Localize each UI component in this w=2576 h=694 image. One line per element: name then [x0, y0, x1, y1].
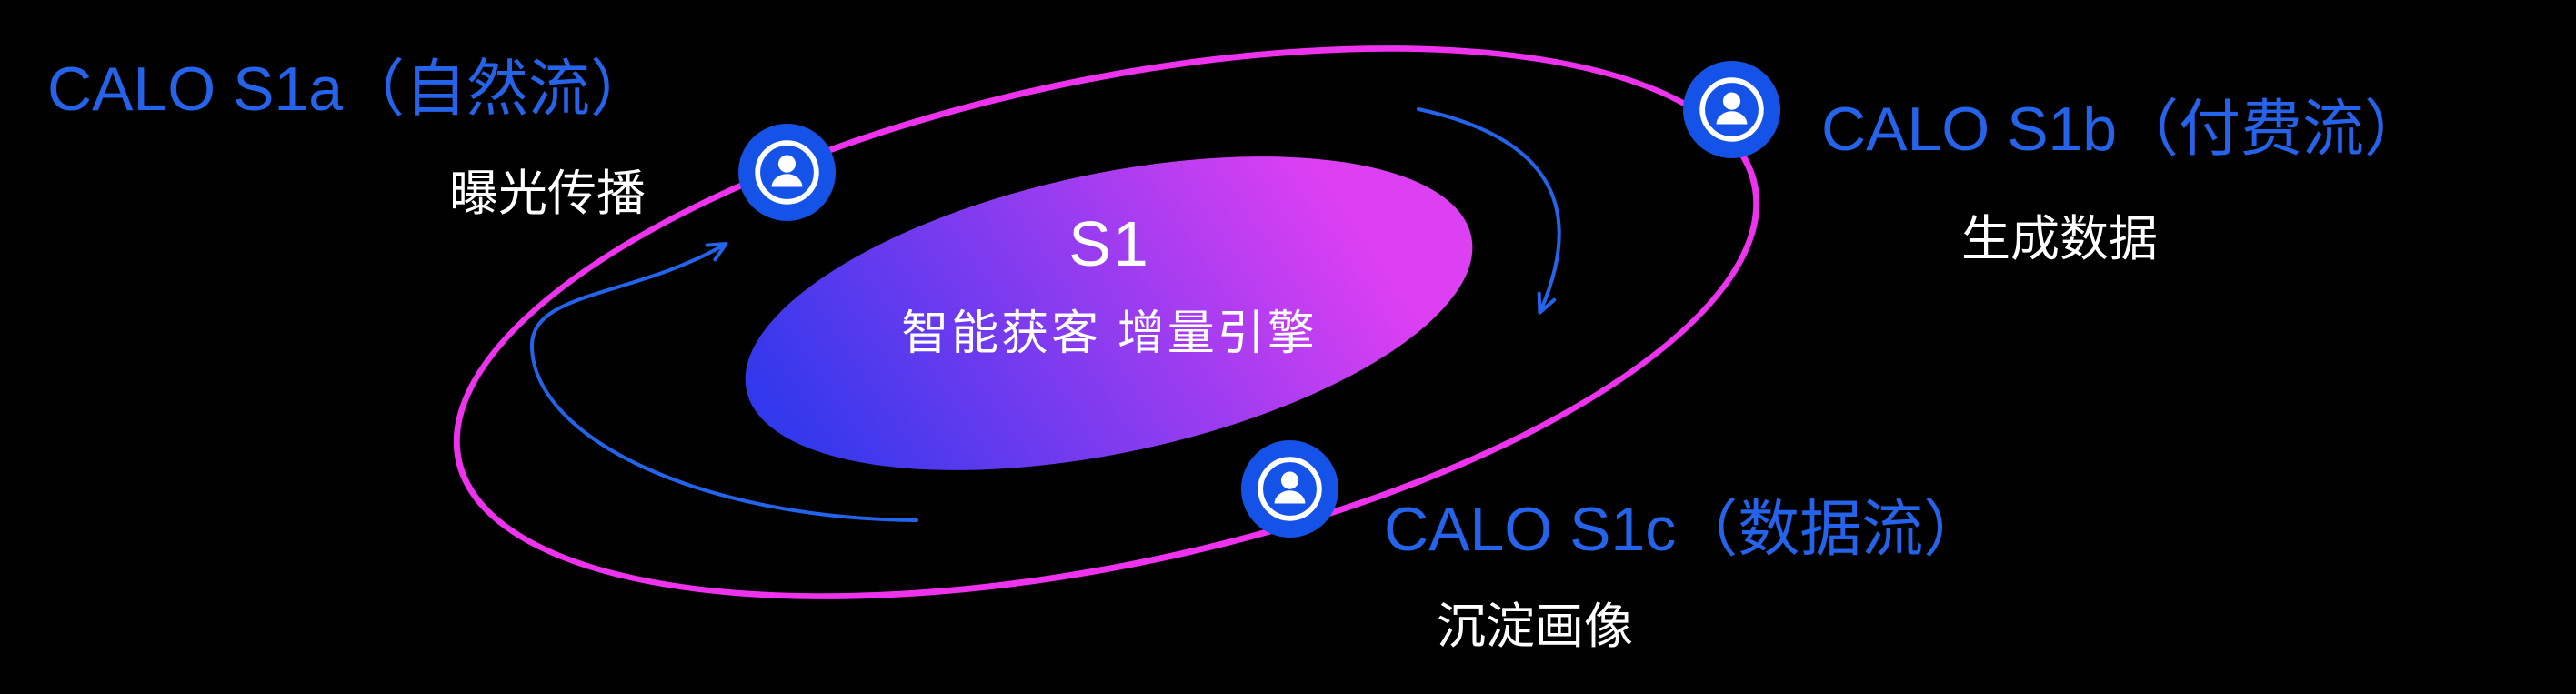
node-title-s1a: CALO S1a（自然流）: [47, 55, 653, 124]
core-title: S1: [1068, 208, 1150, 279]
user-icon-s1b: [1683, 61, 1780, 158]
core-subtitle: 智能获客 增量引擎: [901, 307, 1318, 360]
node-subtitle-s1c: 沉淀画像: [1437, 599, 1633, 654]
node-title-s1c: CALO S1c（数据流）: [1384, 495, 1986, 564]
user-icon-s1c: [1241, 440, 1338, 538]
core-label-group: S1 智能获客 增量引擎: [901, 207, 1317, 363]
user-icon-s1a: [738, 124, 836, 221]
node-subtitle-s1b: 生成数据: [1961, 212, 2158, 267]
node-subtitle-s1a: 曝光传播: [449, 166, 646, 221]
node-title-s1b: CALO S1b（付费流）: [1821, 95, 2427, 164]
